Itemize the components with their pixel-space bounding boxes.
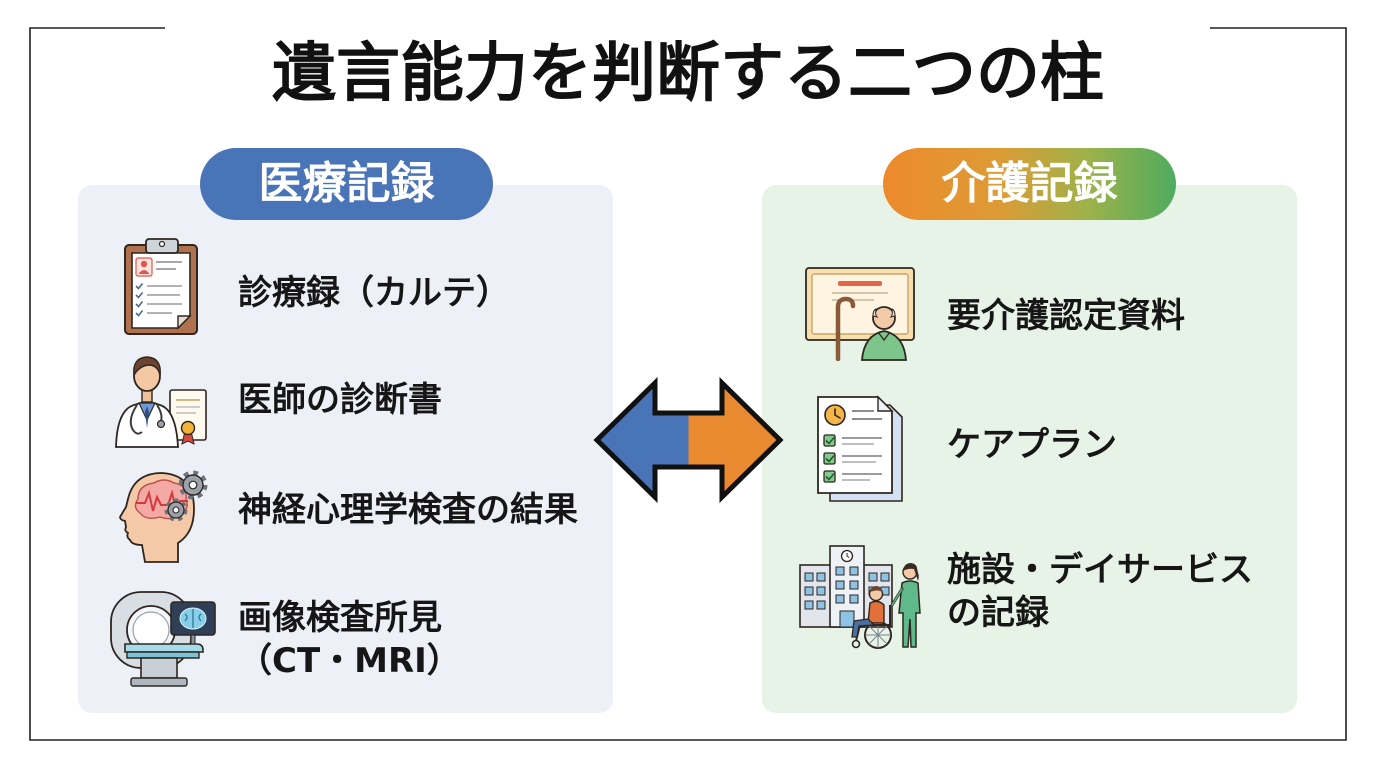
medical-item-neuropsych-results: 神経心理学検査の結果 [238,490,578,530]
double-headed-arrow-icon [593,377,784,503]
item-text-line-1: 画像検査所見 [238,598,442,638]
care-item-certification-documents: 要介護認定資料 [947,296,1185,336]
item-text: ケアプラン [947,425,1117,465]
item-text: 神経心理学検査の結果 [238,490,578,530]
care-certificate-elderly-icon [805,267,915,361]
medical-item-doctor-certificate: 医師の診断書 [238,380,442,420]
medical-item-chart-records: 診療録（カルテ） [238,273,510,313]
mri-scanner-icon [110,591,216,687]
item-text-line-1: 施設・デイサービス [947,550,1253,590]
medical-records-header: 医療記録 [200,148,493,220]
medical-item-imaging-findings: 画像検査所見 （CT・MRI） [238,597,461,683]
care-records-header: 介護記録 [883,148,1176,220]
brain-head-gears-icon [119,470,208,563]
item-text: 要介護認定資料 [947,296,1185,336]
doctor-certificate-icon [115,356,207,448]
clipboard-chart-icon [124,238,198,335]
page-title: 遺言能力を判断する二つの柱 [272,37,1104,111]
item-text: 医師の診断書 [238,380,442,420]
care-item-care-plan: ケアプラン [947,425,1117,465]
facility-wheelchair-icon [799,545,921,649]
item-text-line-2: （CT・MRI） [238,641,461,681]
item-text-line-2: の記録 [947,593,1049,633]
care-item-facility-dayservice-records: 施設・デイサービス の記録 [947,549,1253,635]
item-text: 診療録（カルテ） [238,273,510,313]
care-plan-document-icon [817,395,903,502]
